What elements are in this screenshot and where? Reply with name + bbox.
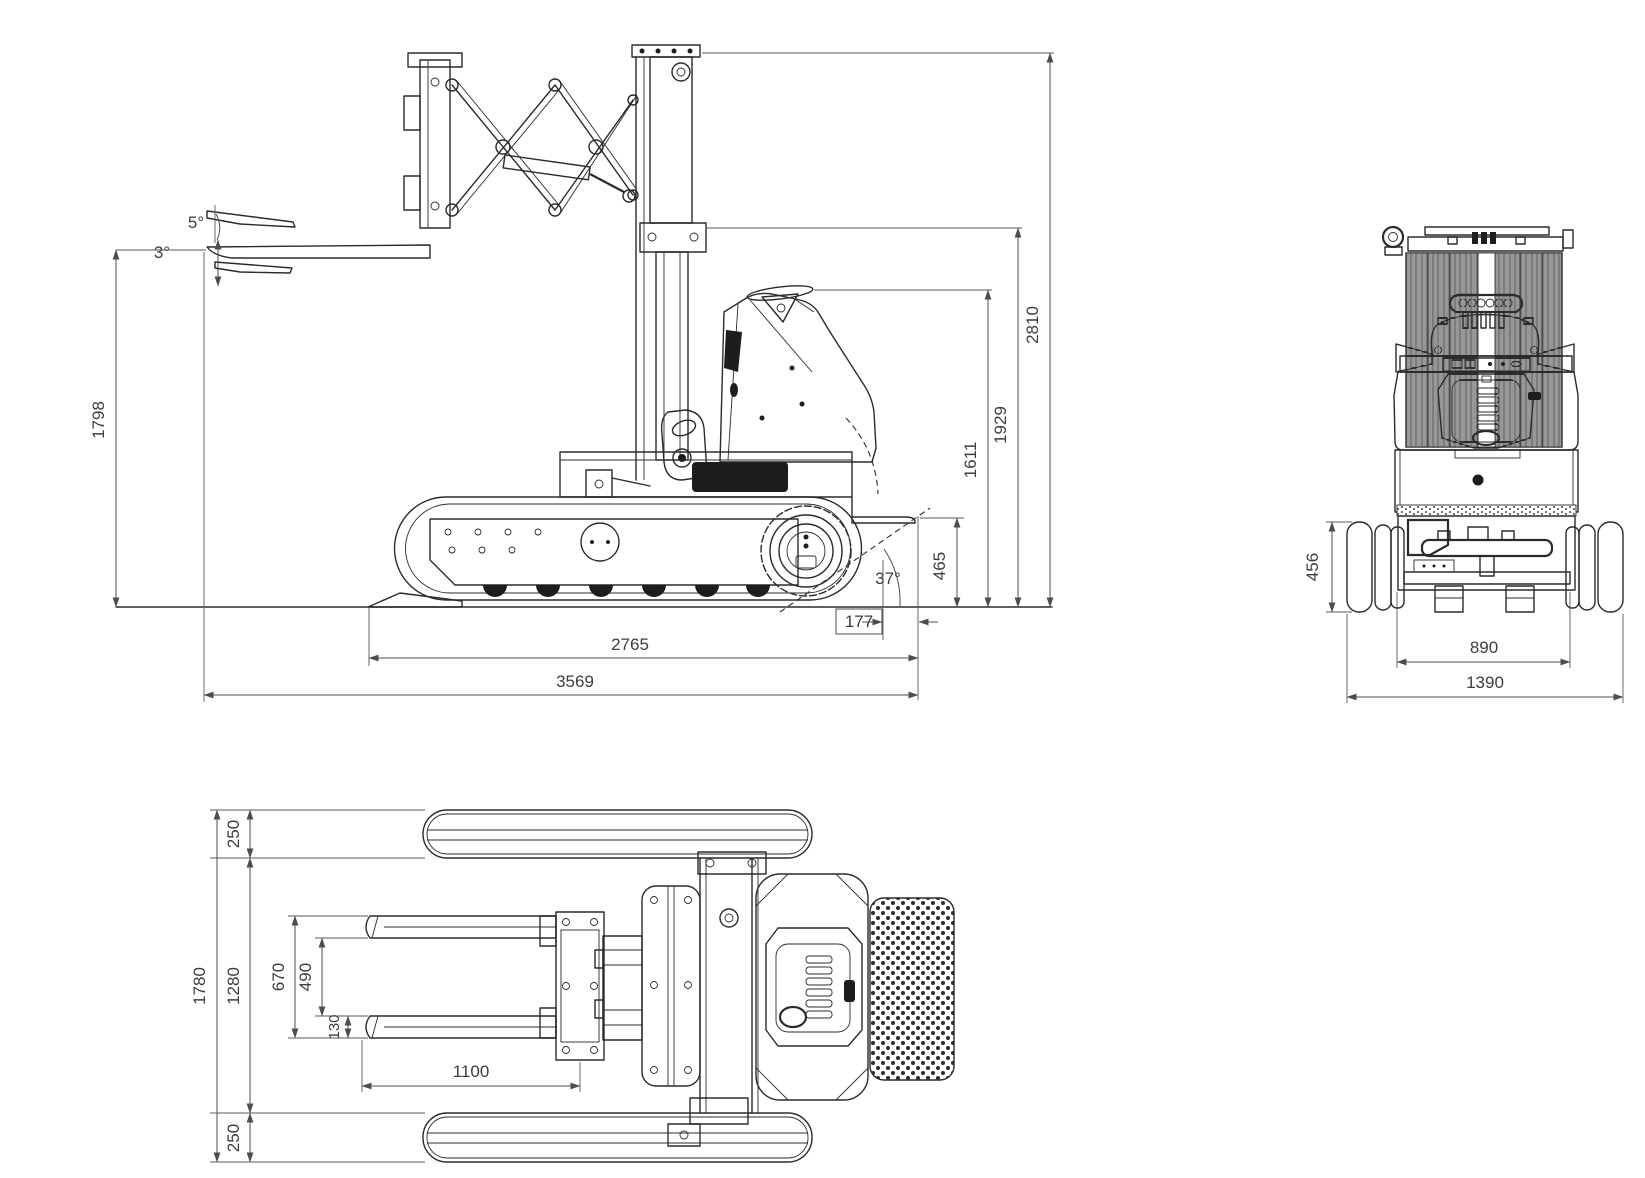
fork-tilted-down [214, 261, 293, 274]
left-foot [1434, 585, 1464, 613]
mast-mid-bracket [639, 222, 707, 253]
side-view: 5° 3° [89, 44, 1054, 702]
dim-wheelbase-length: 2765 [611, 635, 649, 654]
dim-overall-width: 1390 [1466, 673, 1504, 692]
side-view-dimensions: 1798 465 1611 1929 2810 177 [89, 52, 1054, 702]
vent-slots [1476, 387, 1500, 431]
drain-dot [1472, 474, 1484, 486]
dim-rear-distance: 177 [845, 612, 873, 631]
scissor-mechanism [445, 78, 639, 217]
rear-deck [851, 496, 916, 524]
dim-fork-inner: 490 [296, 963, 315, 991]
vent-slots-plan [805, 955, 833, 1019]
dim-overall-height: 2810 [1023, 306, 1042, 344]
track-frame [429, 518, 799, 586]
seat-body [719, 292, 877, 463]
seat-front [1430, 313, 1540, 357]
front-view-dimensions: 456 890 1390 [1303, 521, 1624, 703]
battery-box [692, 462, 788, 492]
mid-body [1394, 449, 1579, 517]
departure-angle-line [779, 507, 931, 613]
fork-carriage [403, 52, 463, 229]
fork-horizontal [206, 244, 431, 259]
top-view: 1780 250 1280 250 670 490 130 [190, 809, 955, 1163]
bottom-track-plan [422, 1112, 813, 1163]
dim-fork-length: 1100 [453, 1062, 490, 1081]
dim-lift-height: 1798 [89, 401, 108, 439]
dim-deck-height: 465 [930, 552, 949, 580]
chassis-deck [559, 451, 916, 524]
steering-wheel-front [1448, 293, 1524, 329]
top-track-plan [422, 809, 813, 859]
dim-overall-length: 3569 [556, 672, 594, 691]
fork-carriage-plan [539, 911, 605, 1061]
track-undercarriage [393, 496, 863, 601]
rotator-plate-plan [641, 885, 701, 1087]
tilt-cylinder [502, 154, 636, 203]
right-track-front [1565, 521, 1624, 613]
forks-plan [365, 915, 557, 1039]
left-track-front [1346, 521, 1405, 613]
lifting-eye [1381, 225, 1405, 256]
dim-inner-width-top: 1280 [224, 967, 243, 1005]
dim-mast-height: 1929 [991, 406, 1010, 444]
dim-track-height: 456 [1303, 553, 1322, 581]
lower-chassis [1397, 515, 1576, 613]
right-wing [1537, 343, 1575, 373]
drive-sprocket [760, 505, 852, 597]
front-ramp [367, 592, 463, 608]
road-wheels [483, 585, 770, 597]
mast [631, 44, 707, 481]
carriage-top-bar [1407, 226, 1574, 252]
body-plan [755, 873, 955, 1101]
steering-wheel [746, 285, 815, 323]
top-view-dimensions: 1780 250 1280 250 670 490 130 [190, 809, 581, 1163]
dim-fork-blade: 130 [326, 1014, 343, 1039]
dim-departure-angle: 37° [875, 569, 901, 588]
operator-station [660, 285, 879, 495]
dim-track-width-top: 250 [224, 820, 243, 848]
mast-plan [667, 851, 767, 1147]
counterweight-pad [869, 897, 955, 1081]
mast-pulley [671, 62, 691, 82]
dim-fork-outer: 670 [269, 963, 288, 991]
dim-inner-width: 890 [1470, 638, 1498, 657]
front-view: 456 890 1390 [1303, 225, 1624, 703]
dim-wheel-height: 1611 [961, 442, 980, 479]
fender-dashed [845, 417, 879, 495]
coupler-plan [594, 935, 643, 1041]
dim-track-width-bottom: 250 [224, 1124, 243, 1152]
dim-overall-width-top: 1780 [190, 967, 209, 1005]
fork-tilted-up [206, 210, 296, 228]
left-wing [1395, 343, 1433, 373]
dim-tilt-up: 5° [188, 213, 204, 232]
right-foot [1505, 585, 1535, 613]
dim-tilt-down: 3° [154, 243, 170, 262]
forks [206, 205, 431, 287]
